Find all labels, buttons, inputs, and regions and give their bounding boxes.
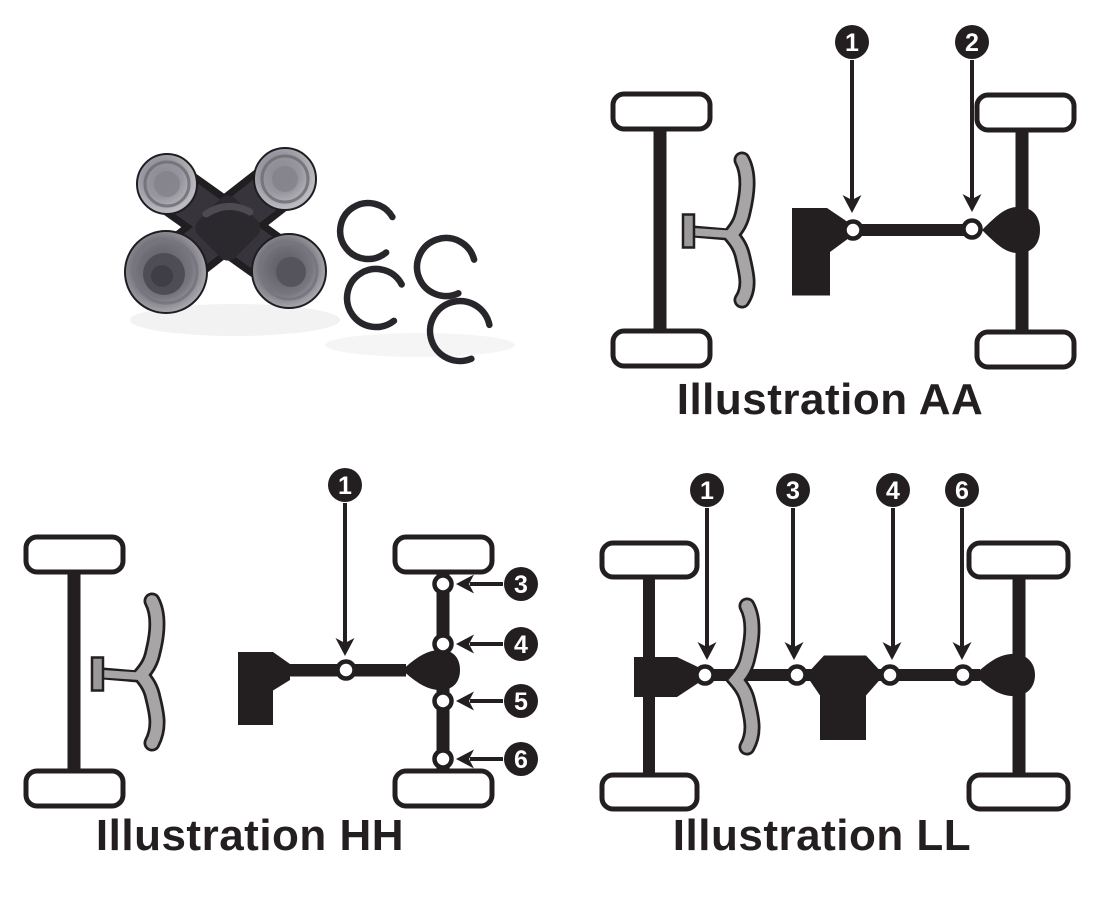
callout-1: 1 xyxy=(835,25,869,213)
illustration-LL: 1 3 4 6 Illustration LL xyxy=(599,473,1071,860)
callout-number: 3 xyxy=(514,571,528,599)
transmission xyxy=(792,208,847,296)
callout-number: 1 xyxy=(845,29,859,57)
photo-shadow xyxy=(325,333,515,357)
callout-number: 2 xyxy=(965,29,979,57)
differential xyxy=(402,649,460,691)
callout-number: 1 xyxy=(338,472,352,500)
arrow-head-icon xyxy=(456,634,474,654)
illustration-HH: 1 3 4 5 6 Illustration xyxy=(23,468,538,860)
wheel xyxy=(974,329,1077,370)
snap-ring xyxy=(343,265,405,331)
callout-5: 5 xyxy=(456,684,538,718)
callout-6: 6 xyxy=(945,473,979,660)
u-joint-marker-3 xyxy=(432,573,454,595)
callout-2: 2 xyxy=(955,25,989,212)
wheel xyxy=(966,540,1071,580)
illustration-AA: 1 2 Illustration AA xyxy=(610,25,1077,424)
arrow-head-icon xyxy=(335,638,355,656)
callout-6: 6 xyxy=(456,742,538,776)
u-joint-marker-1 xyxy=(335,659,357,681)
transfer-case xyxy=(806,655,884,740)
wheel xyxy=(599,772,700,812)
transmission xyxy=(238,652,290,725)
wheel xyxy=(23,768,126,809)
callout-number: 1 xyxy=(700,477,714,505)
wheel xyxy=(392,768,495,809)
arrow-head-icon xyxy=(962,194,982,212)
arrow-head-icon xyxy=(842,195,862,213)
callout-number: 6 xyxy=(955,477,969,505)
u-joint-marker-6 xyxy=(952,664,974,686)
u-joint-marker-6 xyxy=(432,748,454,770)
wheel xyxy=(392,534,495,575)
callout-number: 4 xyxy=(514,631,528,659)
differential xyxy=(974,653,1035,697)
wheel xyxy=(599,540,700,580)
bearing-cap xyxy=(253,147,317,211)
engine xyxy=(681,151,756,309)
arrow-head-icon xyxy=(456,691,474,711)
arrow-head-icon xyxy=(784,642,804,660)
callout-3: 3 xyxy=(456,567,538,601)
snap-rings xyxy=(336,199,493,365)
driveshaft xyxy=(845,224,975,236)
callout-number: 3 xyxy=(786,477,800,505)
callout-3: 3 xyxy=(776,473,810,660)
callout-number: 4 xyxy=(886,477,900,505)
u-joint-marker-2 xyxy=(961,218,983,240)
snap-ring xyxy=(336,199,396,263)
ujoint-photo xyxy=(124,147,515,365)
snap-ring xyxy=(413,234,478,300)
axle xyxy=(436,560,450,778)
photo-shadow xyxy=(130,304,340,336)
arrow-head-icon xyxy=(697,642,717,660)
illustration-label: Illustration HH xyxy=(96,811,404,860)
u-joint-marker-5 xyxy=(432,690,454,712)
arrow-head-icon xyxy=(456,574,474,594)
arrow-head-icon xyxy=(882,642,902,660)
callout-number: 5 xyxy=(514,688,528,716)
callout-4: 4 xyxy=(456,627,538,661)
wheel xyxy=(610,91,713,132)
axle xyxy=(67,563,81,781)
u-joint-marker-4 xyxy=(879,664,901,686)
u-joint-marker-1 xyxy=(694,664,716,686)
arrow-head-icon xyxy=(952,642,972,660)
u-joint-marker-4 xyxy=(432,633,454,655)
wheel xyxy=(974,92,1077,133)
illustration-label: Illustration LL xyxy=(673,811,971,860)
axle xyxy=(1015,121,1029,345)
snap-ring xyxy=(426,297,493,365)
axle xyxy=(653,120,667,345)
wheel xyxy=(610,328,713,369)
callout-4: 4 xyxy=(876,473,910,660)
differential xyxy=(634,657,699,697)
wheel xyxy=(966,772,1071,812)
callout-1: 1 xyxy=(328,468,362,656)
arrow-head-icon xyxy=(456,749,474,769)
bearing-cap xyxy=(251,233,327,309)
engine xyxy=(90,592,166,752)
wheel xyxy=(23,534,126,575)
illustration-label: Illustration AA xyxy=(677,375,984,424)
bearing-cap xyxy=(124,230,208,314)
u-joint-marker-3 xyxy=(786,664,808,686)
u-joint-marker-1 xyxy=(842,219,864,241)
callout-number: 6 xyxy=(514,746,528,774)
bearing-cap xyxy=(136,153,198,215)
engine xyxy=(724,597,761,756)
callout-1: 1 xyxy=(690,473,724,660)
axle xyxy=(1012,577,1026,777)
differential xyxy=(982,206,1040,254)
